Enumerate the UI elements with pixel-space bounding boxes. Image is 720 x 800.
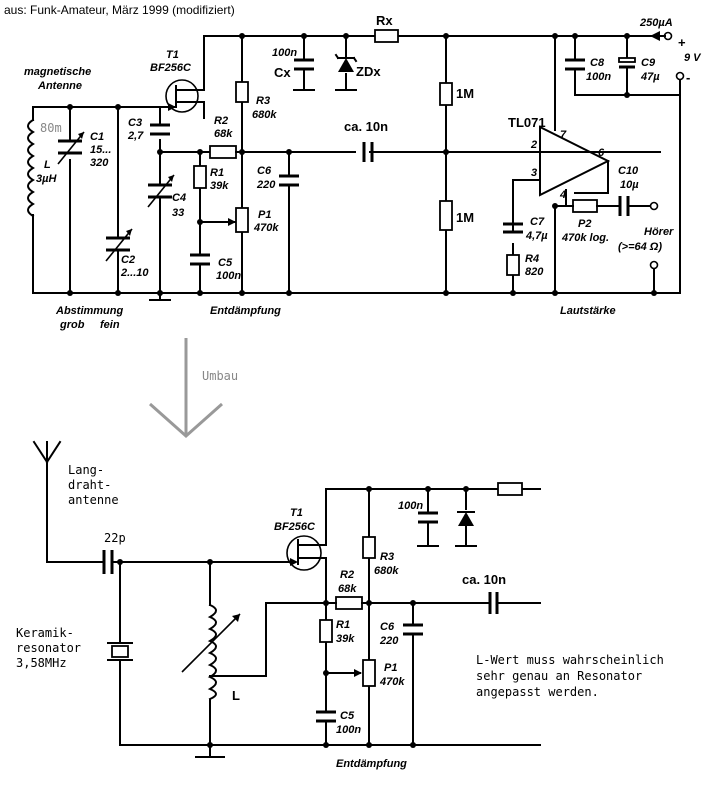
R2-name: R2 xyxy=(214,115,228,127)
supply-voltage: 9 V xyxy=(684,52,702,64)
damping-label-bottom: Entdämpfung xyxy=(336,758,407,770)
decoupling-cap-label: 100n xyxy=(398,500,423,512)
C8-value: 100n xyxy=(586,71,611,83)
C5-value: 100n xyxy=(216,270,241,282)
resonator-label-1: Keramik- xyxy=(16,626,74,640)
R3-name-bottom: R3 xyxy=(380,551,394,563)
C1-name: C1 xyxy=(90,131,104,143)
antenna-label-1: magnetische xyxy=(24,66,91,78)
pin-7: 7 xyxy=(560,129,567,141)
source-caption: aus: Funk-Amateur, März 1999 (modifizier… xyxy=(4,3,235,17)
resonator-freq: 3,58MHz xyxy=(16,656,67,670)
C3-value: 2,7 xyxy=(127,130,144,142)
phones-impedance: (>=64 Ω) xyxy=(618,241,662,253)
C1-value-b: 320 xyxy=(90,157,109,169)
longwire-label-2: draht- xyxy=(68,478,111,492)
P1-value-bottom: 470k xyxy=(379,676,405,688)
T1-type: BF256C xyxy=(150,62,192,74)
divider-upper-label: 1M xyxy=(456,86,474,101)
R2-name-bottom: R2 xyxy=(340,569,354,581)
R3-value: 680k xyxy=(252,109,277,121)
tuning-coarse: grob xyxy=(59,319,85,331)
supply-current: 250µA xyxy=(639,17,673,29)
tuning-label: Abstimmung xyxy=(55,305,124,317)
R1-value-bottom: 39k xyxy=(336,633,355,645)
longwire-label-3: antenne xyxy=(68,493,119,507)
Cx-name: Cx xyxy=(274,65,291,80)
C10-name: C10 xyxy=(618,165,639,177)
longwire-label-1: Lang- xyxy=(68,463,104,477)
R1-name-bottom: R1 xyxy=(336,619,350,631)
T1-name-bottom: T1 xyxy=(290,507,303,519)
C5-name: C5 xyxy=(218,257,233,269)
T1-type-bottom: BF256C xyxy=(274,521,316,533)
R1-value: 39k xyxy=(210,180,229,192)
coupling-cap-label-bottom: ca. 10n xyxy=(462,572,506,587)
R4-value: 820 xyxy=(525,266,544,278)
C4-value: 33 xyxy=(172,207,184,219)
C10-value: 10µ xyxy=(620,179,639,191)
divider-lower-label: 1M xyxy=(456,210,474,225)
pin-3: 3 xyxy=(531,167,537,179)
Rx-name: Rx xyxy=(376,13,393,28)
C9-value: 47µ xyxy=(640,71,660,83)
P1-name-bottom: P1 xyxy=(384,662,397,674)
C5-value-bottom: 100n xyxy=(336,724,361,736)
coupling-cap-label: ca. 10n xyxy=(344,119,388,134)
supply-minus: - xyxy=(686,70,690,85)
transition-label: Umbau xyxy=(202,369,238,383)
transition-arrow: Umbau xyxy=(149,338,238,439)
tuning-fine: fein xyxy=(100,319,120,331)
pin-2: 2 xyxy=(530,139,537,151)
R1-name: R1 xyxy=(210,167,224,179)
ZD-name: ZDx xyxy=(356,64,381,79)
L-value: 3µH xyxy=(36,173,57,185)
input-cap-label: 22p xyxy=(104,531,126,545)
P2-value: 470k log. xyxy=(561,232,609,244)
C7-value: 4,7µ xyxy=(525,230,548,242)
P2-name: P2 xyxy=(578,218,591,230)
supply-plus: + xyxy=(678,35,686,50)
coil-label: L xyxy=(232,688,240,703)
pin-4: 4 xyxy=(559,189,566,201)
R4-name: R4 xyxy=(525,253,539,265)
note-line-1: L-Wert muss wahrscheinlich xyxy=(476,653,664,667)
C1-value-a: 15... xyxy=(90,144,111,156)
top-circuit: magnetische Antenne 80m L 3µH C1 15... 3… xyxy=(24,13,702,331)
damping-label-top: Entdämpfung xyxy=(210,305,281,317)
C7-name: C7 xyxy=(530,216,545,228)
R2-value-bottom: 68k xyxy=(338,583,357,595)
opamp-type: TL071 xyxy=(508,115,546,130)
bottom-circuit: Lang- draht- antenne 22p Keramik- resona… xyxy=(16,440,664,770)
L-name: L xyxy=(44,159,51,171)
T1-name: T1 xyxy=(166,49,179,61)
C6-name-bottom: C6 xyxy=(380,621,395,633)
note-line-3: angepasst werden. xyxy=(476,685,599,699)
band-label: 80m xyxy=(40,121,62,135)
C6-name: C6 xyxy=(257,165,272,177)
R3-name: R3 xyxy=(256,95,270,107)
volume-label: Lautstärke xyxy=(560,305,616,317)
Cx-value: 100n xyxy=(272,47,297,59)
C5-name-bottom: C5 xyxy=(340,710,355,722)
C2-name: C2 xyxy=(121,254,135,266)
R2-value: 68k xyxy=(214,128,233,140)
phones-label: Hörer xyxy=(644,226,674,238)
pin-6: 6 xyxy=(598,147,605,159)
P1-value: 470k xyxy=(253,222,279,234)
C6-value: 220 xyxy=(256,179,276,191)
C8-name: C8 xyxy=(590,57,605,69)
resonator-label-2: resonator xyxy=(16,641,81,655)
C9-name: C9 xyxy=(641,57,656,69)
C4-name: C4 xyxy=(172,192,186,204)
C3-name: C3 xyxy=(128,117,142,129)
C2-value: 2...10 xyxy=(120,267,149,279)
R3-value-bottom: 680k xyxy=(374,565,399,577)
P1-name: P1 xyxy=(258,209,271,221)
antenna-label-2: Antenne xyxy=(37,80,82,92)
note-line-2: sehr genau an Resonator xyxy=(476,669,642,683)
C6-value-bottom: 220 xyxy=(379,635,399,647)
